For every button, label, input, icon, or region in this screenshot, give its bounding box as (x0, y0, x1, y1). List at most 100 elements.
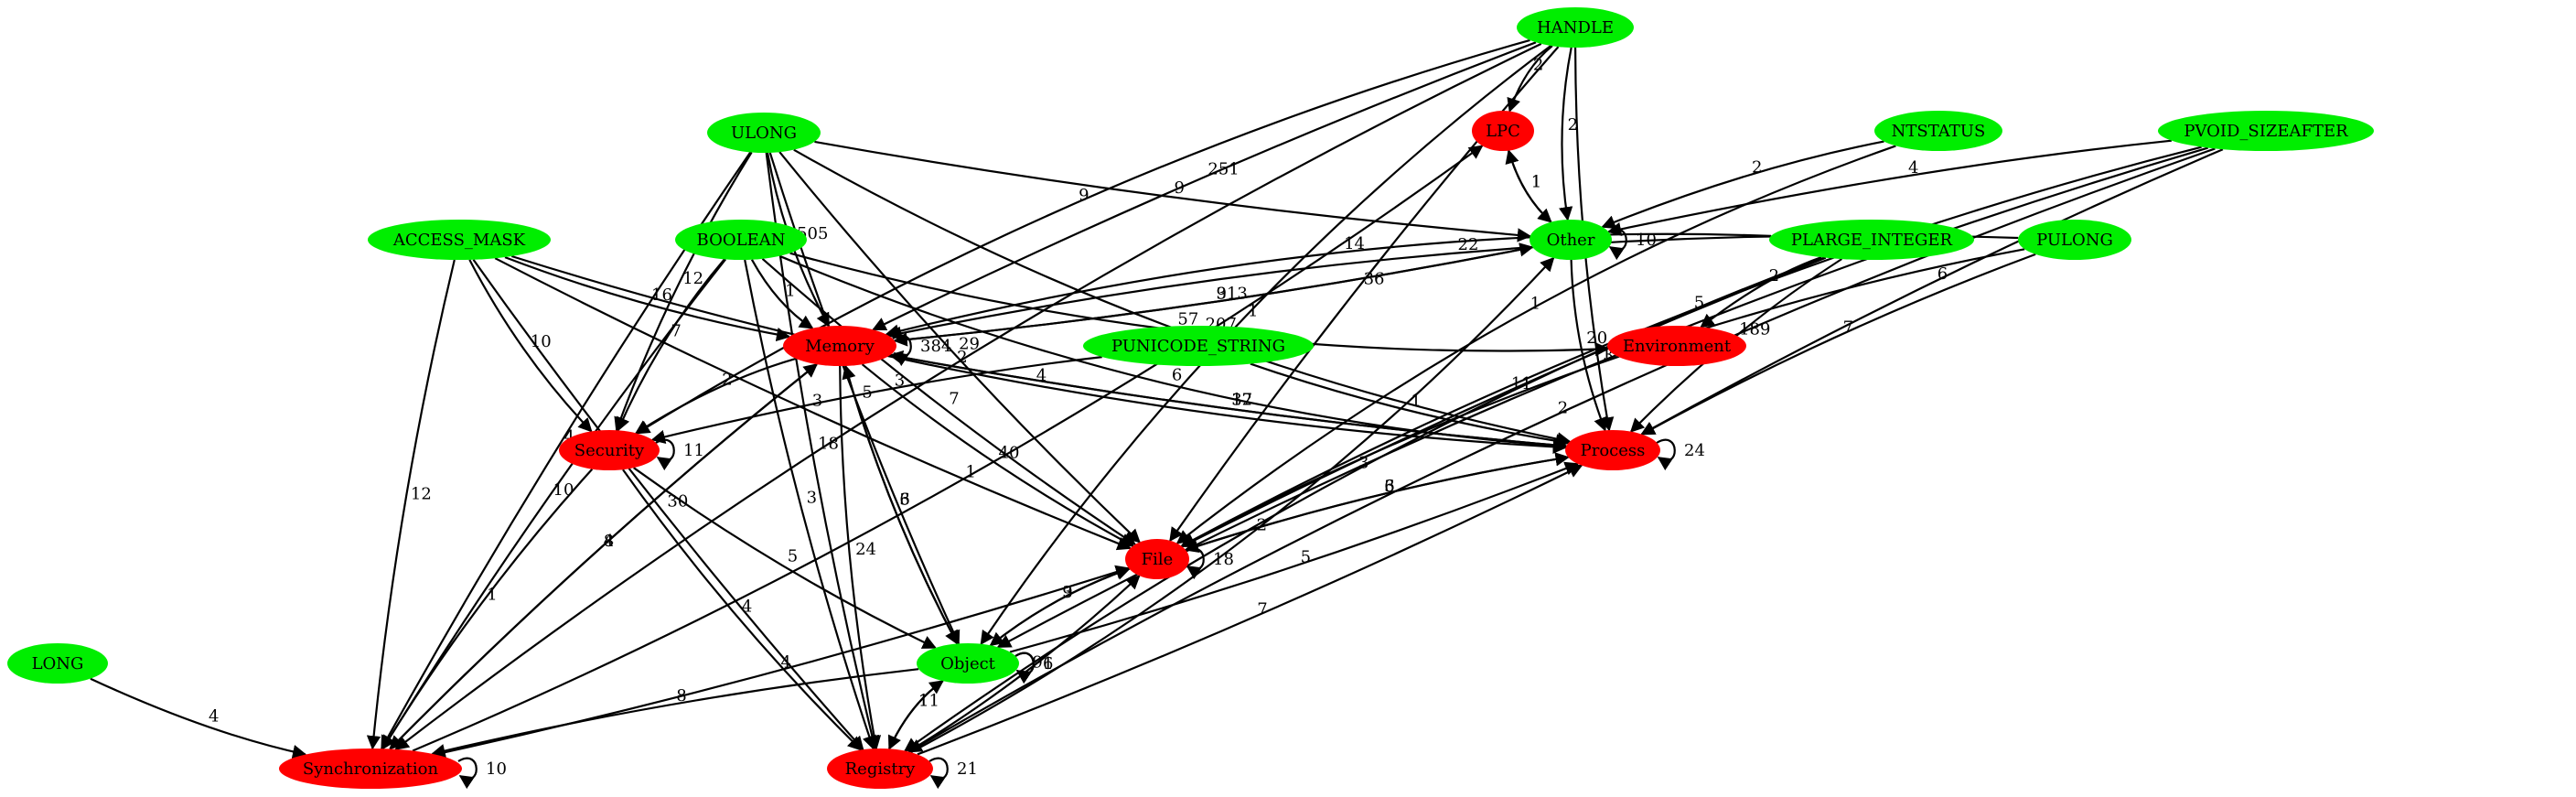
edge-line (1640, 253, 2036, 436)
edge-line (1014, 652, 1035, 684)
edge-count-label: 251 (1208, 160, 1239, 179)
edge-line (989, 567, 1130, 647)
edge-line (90, 677, 307, 759)
edge-access-mask-to-synchronization: 12 (366, 259, 456, 750)
edge-count-label: 1 (1043, 654, 1053, 673)
edge-boolean-to-security: 7 (617, 258, 725, 432)
edge-count-label: 7 (1257, 599, 1267, 619)
edge-line (839, 365, 882, 750)
node-label: NTSTATUS (1892, 122, 1986, 141)
edge-registry-to-registry: 21 (928, 757, 978, 790)
edge-count-label: 9 (1217, 285, 1227, 304)
edge-line (381, 468, 594, 750)
edge-count-label: 1 (1411, 392, 1421, 411)
edge-count-label: 2 (957, 348, 967, 367)
edge-count-label: 10 (553, 480, 574, 500)
edge-line (917, 464, 1583, 756)
node-ntstatus: NTSTATUS (1874, 111, 2002, 151)
edge-other-to-lpc: 1 (1505, 149, 1552, 223)
edge-line (872, 41, 1537, 331)
node-ellipse (2158, 111, 2374, 151)
edge-line (494, 257, 1132, 551)
edge-other-to-process: 20 (1570, 259, 1607, 432)
edge-count-label: 3 (807, 489, 817, 508)
edge-count-label: 7 (671, 322, 681, 341)
edge-pvoid-sizeafter-to-other: 4 (1606, 139, 2173, 236)
edge-count-label: 2 (1257, 515, 1267, 534)
edge-count-label: 3 (812, 392, 822, 411)
edge-line (928, 757, 949, 790)
edge-count-label: 18 (1213, 550, 1234, 569)
node-long: LONG (7, 643, 108, 684)
edge-line (907, 147, 2216, 753)
node-plarge-integer: PLARGE_INTEGER (1769, 220, 1974, 260)
node-ellipse (1769, 220, 1974, 260)
node-ellipse (1874, 111, 2002, 151)
node-label: Synchronization (303, 759, 439, 779)
node-environment: Environment (1607, 326, 1746, 366)
node-label: Registry (845, 759, 917, 779)
edge-long-to-synchronization: 4 (90, 677, 307, 759)
edge-line (1656, 438, 1676, 471)
edge-handle-to-memory: 251 (872, 41, 1537, 331)
edge-line (468, 259, 593, 433)
node-ellipse (827, 749, 933, 789)
edge-count-label: 1 (1248, 302, 1258, 321)
edge-count-label: 6 (1043, 654, 1053, 673)
edge-handle-to-lpc: 2 (1507, 45, 1553, 113)
edge-security-to-synchronization: 1 (381, 468, 594, 750)
edge-count-label: 12 (1231, 390, 1252, 409)
edge-count-label: 36 (1364, 270, 1385, 289)
edge-count-label: 2 (1752, 157, 1762, 177)
edge-count-label: 29 (959, 335, 980, 354)
edge-security-to-object: 5 (633, 467, 937, 649)
node-label: ULONG (731, 124, 797, 143)
edge-security-to-registry: 4 (622, 469, 863, 751)
edge-security-to-security: 11 (655, 438, 704, 471)
edge-line (761, 257, 1137, 545)
edge-plarge-integer-to-environment: 2 (1700, 256, 1822, 328)
edge-line (1180, 248, 2025, 547)
edge-line (1559, 47, 1573, 221)
edge-line (650, 356, 1102, 444)
node-object: Object (917, 643, 1019, 684)
edge-count-label: 21 (957, 759, 978, 779)
edge-memory-to-process: 37 (889, 354, 1568, 452)
edge-process-to-memory: 12 (888, 350, 1567, 447)
edge-count-label: 3 (895, 371, 905, 390)
node-label: HANDLE (1537, 18, 1614, 38)
edge-handle-to-object: 1 (980, 45, 1551, 645)
edge-count-label: 4 (1036, 366, 1046, 385)
edge-line (1508, 150, 1552, 223)
node-ellipse (368, 220, 551, 260)
edge-registry-to-process: 7 (917, 464, 1583, 756)
edge-line (885, 232, 1772, 339)
edge-count-label: 2 (1769, 266, 1779, 285)
edge-count-label: 2 (1568, 115, 1578, 135)
node-process: Process (1565, 430, 1660, 470)
node-ellipse (1083, 326, 1314, 366)
node-ulong: ULONG (707, 113, 821, 153)
edge-line (510, 254, 1568, 455)
edge-count-label: 5 (1694, 294, 1704, 313)
edge-file-to-file: 18 (1185, 547, 1234, 580)
edge-count-label: 1 (1530, 295, 1540, 314)
node-ellipse (1472, 111, 1534, 151)
edge-file-to-object: 3 (989, 567, 1130, 647)
edge-line (1185, 452, 1570, 551)
edge-pulong-to-process: 7 (1640, 253, 2036, 436)
edge-count-label: 3 (1384, 477, 1394, 496)
node-label: ACCESS_MASK (392, 231, 526, 250)
node-ellipse (2018, 220, 2131, 260)
edge-count-label: 10 (486, 759, 507, 779)
edge-count-label: 1 (966, 463, 976, 482)
edge-count-label: 12 (682, 269, 703, 288)
edge-count-label: 20 (1586, 328, 1607, 348)
edge-registry-to-object: 1 (888, 680, 944, 749)
node-registry: Registry (827, 749, 933, 789)
edge-process-to-file: 6 (1184, 456, 1569, 553)
edge-count-label: 4 (781, 653, 791, 673)
edge-line (750, 259, 814, 329)
edge-count-label: 4 (564, 427, 574, 447)
